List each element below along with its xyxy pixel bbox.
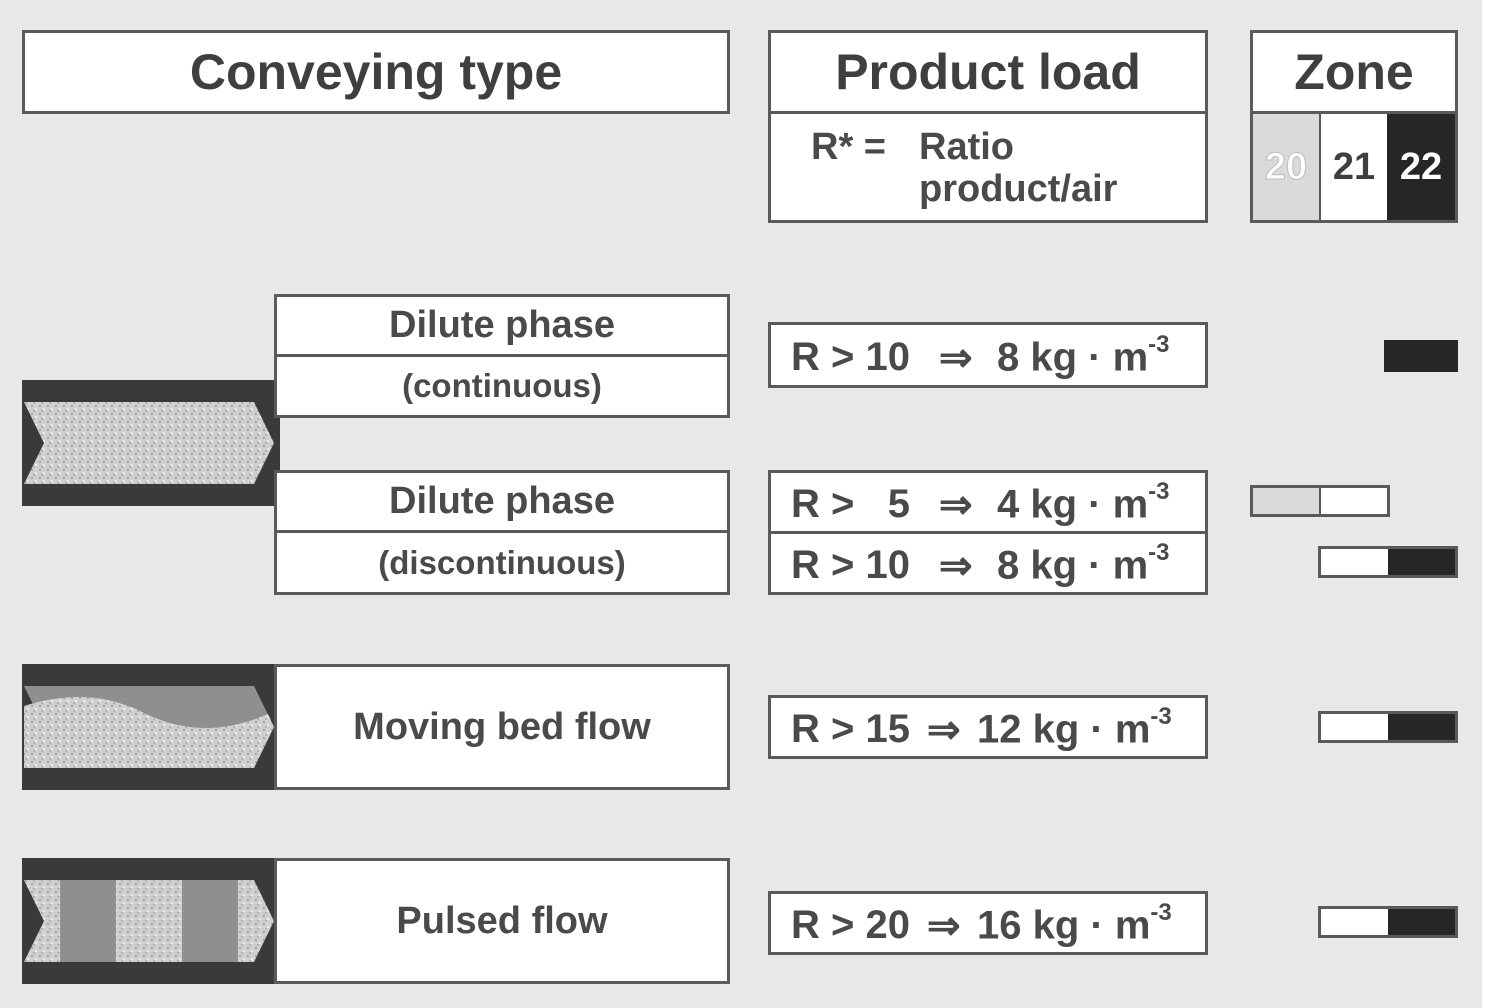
dilute-continuous-title: Dilute phase <box>274 294 730 357</box>
zone-21-segment <box>1321 714 1388 740</box>
load-cell-pulsed: R > 20 ⇒ 16 kg · m-3 <box>768 891 1208 955</box>
load-value: 16 kg · m-3 <box>977 899 1172 948</box>
load-r: R > 20 <box>791 903 910 947</box>
zone-21-segment <box>1321 549 1388 575</box>
load-value: 4 kg · m-3 <box>997 478 1170 527</box>
zone-bar-dilute-continuous <box>1384 340 1458 372</box>
load-cell-dilute-discontinuous-b: R > 10 ⇒ 8 kg · m-3 <box>768 531 1208 595</box>
load-r: R > 5 <box>791 482 910 526</box>
zone-22-segment <box>1388 714 1455 740</box>
zone-21-cell: 21 <box>1321 114 1387 220</box>
load-exponent: -3 <box>1150 703 1172 730</box>
zone-20-segment <box>1253 488 1321 514</box>
load-exponent: -3 <box>1150 899 1172 926</box>
load-r: R > 10 <box>791 543 910 587</box>
zone-bar-dilute-discontinuous-a <box>1250 485 1390 517</box>
load-value: 8 kg · m-3 <box>997 539 1170 588</box>
ratio-line1: Ratio <box>919 126 1014 168</box>
zone-bar-moving-bed <box>1318 711 1458 743</box>
load-value-text: 8 kg · m <box>997 335 1149 380</box>
ratio-prefix: R* = <box>811 126 886 168</box>
pulsed-flow-pipe-icon <box>22 858 280 984</box>
zone-header: Zone <box>1250 30 1458 114</box>
load-r: R > 10 <box>791 335 910 379</box>
load-exponent: -3 <box>1148 539 1170 566</box>
dilute-discontinuous-subtitle: (discontinuous) <box>274 530 730 595</box>
load-value: 8 kg · m-3 <box>997 331 1170 380</box>
implies-arrow: ⇒ <box>927 904 961 948</box>
implies-arrow: ⇒ <box>939 544 973 588</box>
implies-arrow: ⇒ <box>927 708 961 752</box>
conveying-type-header: Conveying type <box>22 30 730 114</box>
zone-22-segment <box>1388 549 1455 575</box>
dilute-phase-pipe-icon <box>22 380 280 506</box>
implies-arrow: ⇒ <box>939 483 973 527</box>
moving-bed-label: Moving bed flow <box>274 664 730 790</box>
load-exponent: -3 <box>1148 478 1170 505</box>
load-exponent: -3 <box>1148 331 1170 358</box>
load-value-text: 16 kg · m <box>977 903 1151 948</box>
load-value-text: 8 kg · m <box>997 543 1149 588</box>
implies-arrow: ⇒ <box>939 336 973 380</box>
zone-21-segment <box>1321 488 1387 514</box>
zone-20-cell: 20 <box>1253 114 1321 220</box>
product-load-header: Product load <box>768 30 1208 114</box>
ratio-definition-box: R* = Ratio product/air <box>768 111 1208 223</box>
load-value: 12 kg · m-3 <box>977 703 1172 752</box>
pulsed-flow-label: Pulsed flow <box>274 858 730 984</box>
load-value-text: 12 kg · m <box>977 707 1151 752</box>
zone-22-segment <box>1388 909 1455 935</box>
zone-22-cell: 22 <box>1387 114 1455 220</box>
ratio-line2: product/air <box>919 168 1118 210</box>
zone-bar-pulsed <box>1318 906 1458 938</box>
load-cell-dilute-discontinuous-a: R > 5 ⇒ 4 kg · m-3 <box>768 470 1208 534</box>
load-r: R > 15 <box>791 707 910 751</box>
load-cell-moving-bed: R > 15 ⇒ 12 kg · m-3 <box>768 695 1208 759</box>
load-cell-dilute-continuous: R > 10 ⇒ 8 kg · m-3 <box>768 322 1208 388</box>
moving-bed-pipe-icon <box>22 664 280 790</box>
dilute-discontinuous-title: Dilute phase <box>274 470 730 533</box>
zone-legend: 20 21 22 <box>1250 111 1458 223</box>
zone-21-segment <box>1321 909 1388 935</box>
dilute-continuous-subtitle: (continuous) <box>274 354 730 418</box>
zone-bar-dilute-discontinuous-b <box>1318 546 1458 578</box>
load-value-text: 4 kg · m <box>997 482 1149 527</box>
